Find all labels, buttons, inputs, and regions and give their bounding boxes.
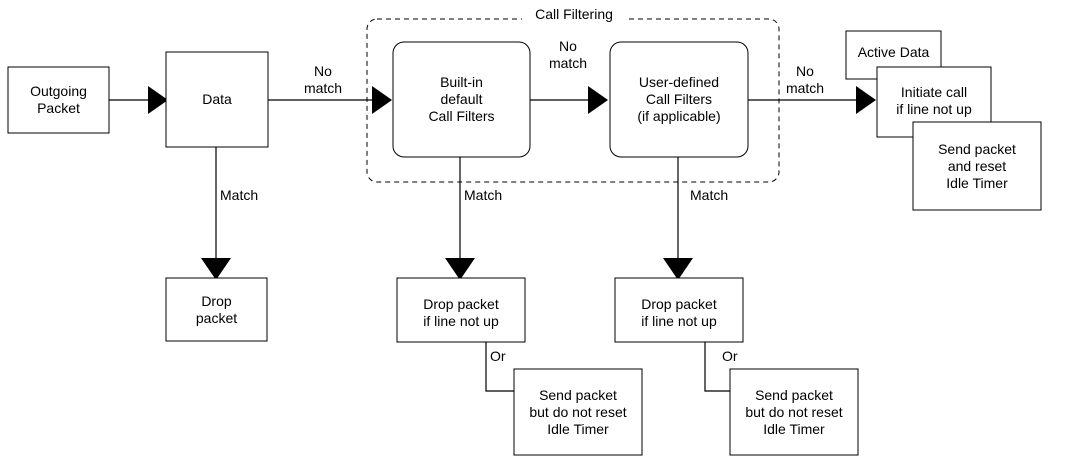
arrowhead-drop2 xyxy=(663,258,693,280)
data-label: Data xyxy=(202,91,232,107)
arrowhead-drop xyxy=(201,258,231,280)
send-no-reset-1-label: Send packet but do not reset Idle Timer xyxy=(529,386,627,437)
edge-label-match-2: Match xyxy=(464,187,503,203)
initiate-call-label: Initiate call if line not up xyxy=(896,84,972,117)
edge-label-or-1: Or xyxy=(490,348,506,364)
box-send-reset xyxy=(912,121,1042,211)
connectors xyxy=(109,99,858,392)
call-filtering-title: Call Filtering xyxy=(522,6,626,23)
arrowhead-user xyxy=(588,86,608,114)
arrowheads xyxy=(148,86,876,280)
arrowhead-drop1 xyxy=(445,258,475,280)
edge-label-match-3: Match xyxy=(690,187,729,203)
outgoing-packet-label: Outgoing Packet xyxy=(30,83,87,116)
user-filters-label: User-defined Call Filters (if applicable… xyxy=(637,74,721,124)
drop-if-not-up-1-label: Drop packet if line not up xyxy=(423,296,499,329)
send-reset-label: Send packet and reset Idle Timer xyxy=(938,140,1016,191)
drop-packet-label: Drop packet xyxy=(195,292,238,326)
box-outgoing-packet xyxy=(7,66,110,134)
or-connector-2 xyxy=(704,342,730,392)
edge-label-match-1: Match xyxy=(220,187,259,203)
arrowhead-active xyxy=(856,86,876,114)
box-send-no-reset-2 xyxy=(729,368,859,456)
box-data xyxy=(165,51,269,148)
builtin-filters-label: Built-in default Call Filters xyxy=(428,74,495,124)
or-connector-1 xyxy=(485,342,514,392)
edge-label-no-match-3: No match xyxy=(785,63,825,96)
arrowhead-data xyxy=(148,86,168,114)
active-data-label: Active Data xyxy=(857,44,930,60)
box-drop-if-not-up-2 xyxy=(614,277,744,343)
box-drop-if-not-up-1 xyxy=(396,277,526,343)
edge-label-no-match-2: No match xyxy=(548,38,588,71)
edge-label-or-2: Or xyxy=(722,348,738,364)
drop-if-not-up-2-label: Drop packet if line not up xyxy=(641,296,717,329)
box-user-filters xyxy=(609,41,749,158)
box-builtin-filters xyxy=(392,41,531,158)
box-send-no-reset-1 xyxy=(513,368,643,456)
edge-label-no-match-1: No match xyxy=(303,63,343,96)
boxes xyxy=(7,30,1042,456)
box-drop-packet xyxy=(165,277,268,342)
arrowhead-builtin xyxy=(372,86,392,114)
send-no-reset-2-label: Send packet but do not reset Idle Timer xyxy=(745,386,843,437)
